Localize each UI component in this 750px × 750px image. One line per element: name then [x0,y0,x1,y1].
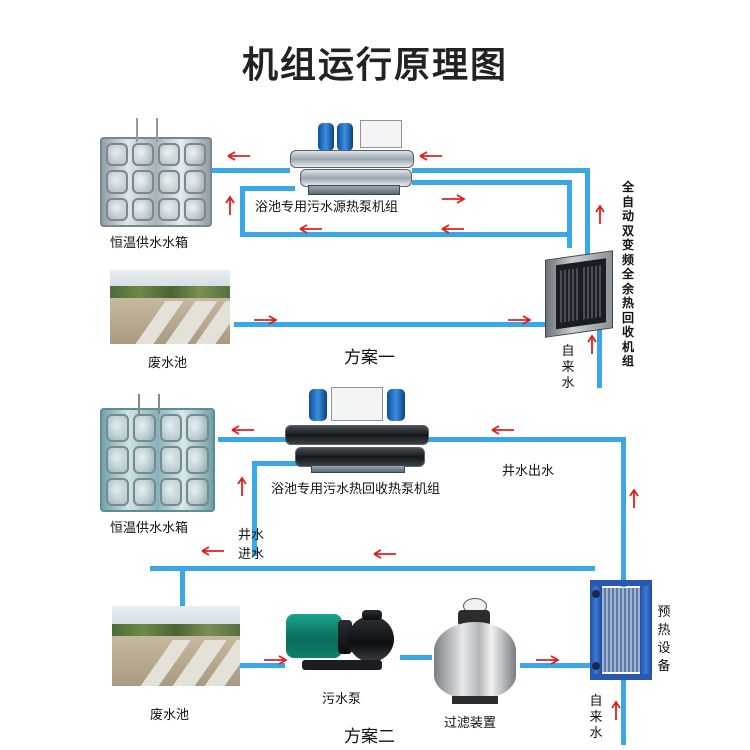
scheme2-pool-label: 废水池 [150,708,190,723]
scheme2-heatpump-label: 浴池专用污水热回收热泵机组 [271,482,441,497]
red-arrow-icon [237,476,247,496]
scheme2-well-out-label: 井水出水 [502,464,555,479]
tank-ladder [136,118,158,142]
pool-photo-icon [110,270,230,344]
pipe [400,655,432,660]
red-arrow-icon [299,224,322,234]
red-arrow-icon [442,194,466,204]
cabinet-unit-icon [545,250,613,338]
pipe [621,437,626,587]
pipe [212,168,290,173]
pipe [240,232,572,237]
red-arrow-icon [491,425,514,435]
red-arrow-icon [201,546,224,556]
pipe [252,461,302,466]
sand-filter-icon [430,598,520,710]
scheme2-preheat-label: 预热设备 [657,605,671,674]
scheme2-filter-label: 过滤装置 [444,716,497,731]
scheme2-well-in-label-1: 井水 [238,528,265,543]
scheme1-heatpump-label: 浴池专用污水源热泵机组 [255,200,399,215]
scheme1-tap-label: 自来水 [561,344,575,391]
water-tank-icon [100,408,215,512]
pipe [180,566,185,606]
red-arrow-icon [587,334,597,354]
pipe [412,180,572,185]
pipe [520,663,595,668]
red-arrow-icon [508,315,532,325]
scheme2-label: 方案二 [344,727,395,747]
red-arrow-icon [536,655,560,665]
red-arrow-icon [225,195,235,215]
tank-ladder [138,394,160,414]
red-arrow-icon [231,425,254,435]
red-arrow-icon [373,549,396,559]
red-arrow-icon [419,151,442,161]
pipe [252,461,257,556]
scheme2-tap-label: 自来水 [589,694,603,741]
scheme1-label: 方案一 [344,348,395,368]
pipe [412,168,590,173]
red-arrow-icon [611,700,621,720]
pipe [240,188,245,237]
red-arrow-icon [629,488,639,508]
pool-photo-icon [112,606,240,686]
pipe [621,680,626,745]
page-title: 机组运行原理图 [241,45,508,86]
pump-icon [282,610,402,680]
scheme2-pump-label: 污水泵 [322,692,362,707]
red-arrow-icon [254,315,278,325]
plate-exchanger-icon [590,580,652,680]
scheme2-well-in-label-2: 进水 [238,547,265,562]
pipe [218,437,288,442]
pipe [150,566,595,571]
red-arrow-icon [227,151,250,161]
scheme1-cabinet-label: 全自动双变频全余热回收机组 [621,180,634,368]
pipe [426,437,626,442]
scheme1-pool-label: 废水池 [148,356,188,371]
red-arrow-icon [595,204,605,224]
red-arrow-icon [264,655,288,665]
scheme1-tank-label: 恒温供水水箱 [110,236,189,251]
scheme2-tank-label: 恒温供水水箱 [110,521,189,536]
pipe [240,186,295,191]
heat-pump-icon [290,115,414,195]
pipe [585,168,590,258]
heat-pump-icon [285,385,429,475]
pipe [240,663,285,668]
pipe [234,322,552,327]
water-tank-icon [100,137,212,227]
pipe [597,316,602,388]
pipe [567,180,572,248]
red-arrow-icon [441,224,464,234]
